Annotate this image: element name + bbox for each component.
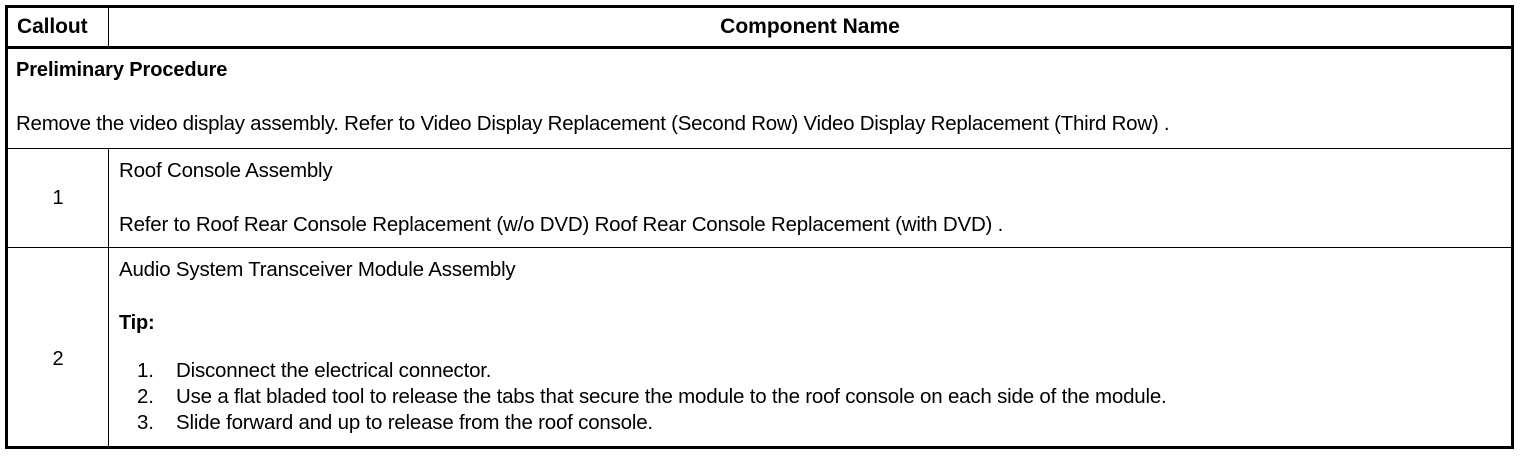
preliminary-procedure-row: Preliminary Procedure Remove the video d… xyxy=(6,47,1513,149)
preliminary-procedure-title: Preliminary Procedure xyxy=(16,59,228,81)
table-row: 1 Roof Console Assembly Refer to Roof Re… xyxy=(6,148,1513,248)
column-header-component-name: Component Name xyxy=(108,6,1513,49)
column-header-callout: Callout xyxy=(6,6,109,49)
component-name-1: Roof Console Assembly xyxy=(119,159,333,182)
service-procedure-table: Callout Component Name Preliminary Proce… xyxy=(5,5,1514,449)
component-name-2: Audio System Transceiver Module Assembly xyxy=(119,258,516,281)
preliminary-procedure-cell: Preliminary Procedure Remove the video d… xyxy=(6,47,1513,149)
list-item: 2. Use a flat bladed tool to release the… xyxy=(119,384,1503,410)
step-text: Disconnect the electrical connector. xyxy=(176,359,492,382)
list-item: 1. Disconnect the electrical connector. xyxy=(119,358,1503,384)
step-number: 1. xyxy=(137,359,154,382)
preliminary-procedure-text: Remove the video display assembly. Refer… xyxy=(16,112,1170,135)
list-item: 3. Slide forward and up to release from … xyxy=(119,410,1503,436)
step-text: Use a flat bladed tool to release the ta… xyxy=(176,385,1167,408)
component-cell-2: Audio System Transceiver Module Assembly… xyxy=(108,247,1513,448)
steps-list: 1. Disconnect the electrical connector. … xyxy=(119,358,1503,436)
tip-label: Tip: xyxy=(119,312,155,334)
callout-number-2: 2 xyxy=(6,247,109,448)
table-row: 2 Audio System Transceiver Module Assemb… xyxy=(6,247,1513,448)
step-text: Slide forward and up to release from the… xyxy=(176,411,653,434)
component-reference-1: Refer to Roof Rear Console Replacement (… xyxy=(119,213,1004,236)
step-number: 3. xyxy=(137,411,154,434)
step-number: 2. xyxy=(137,385,154,408)
callout-number-1: 1 xyxy=(6,148,109,248)
component-cell-1: Roof Console Assembly Refer to Roof Rear… xyxy=(108,148,1513,248)
table-header-row: Callout Component Name xyxy=(6,6,1513,49)
